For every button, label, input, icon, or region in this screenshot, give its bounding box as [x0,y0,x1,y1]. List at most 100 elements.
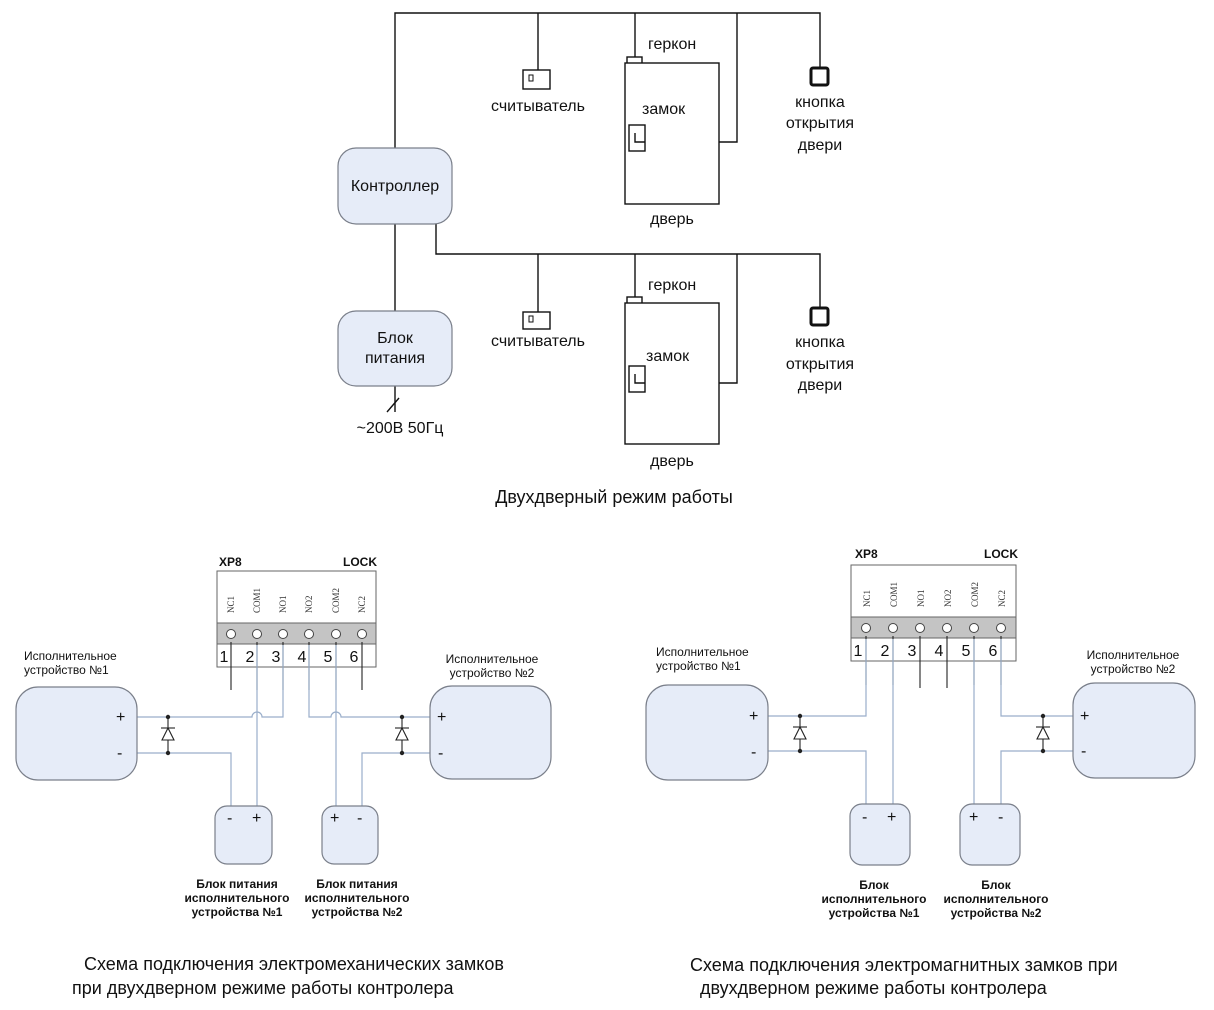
right-device-1-label-line2: устройство №1 [656,659,741,673]
plus-sign: + [252,810,261,827]
reader-1-label: считыватель [491,98,585,115]
left-terminal-strip [216,622,377,645]
reader-2-label: считыватель [491,333,585,350]
right-pin-label: NC1 [862,590,872,607]
exit-button-2-line1: кнопка [795,334,845,351]
right-pin-number: 6 [989,643,998,660]
plus-sign: + [1080,708,1089,725]
right-terminal-screw [942,623,952,633]
right-pin-number: 3 [908,643,917,660]
door-1-group: считыватель геркон замок дверь кнопка от… [491,36,854,228]
left-pin-label: COM2 [331,588,341,613]
right-pin-label: NO1 [916,590,926,608]
exit-button-1-line1: кнопка [795,94,845,111]
minus-sign: - [227,810,232,827]
exit-button-2-line2: открытия [786,356,854,373]
door-2-label: дверь [650,453,694,470]
plus-sign: + [887,809,896,826]
electromagnetic-scheme: XP8 LOCK NC1 COM1 NO1 NO2 COM2 NC2 1 2 3… [645,547,1196,998]
right-pin-number: 5 [962,643,971,660]
right-terminal-screw [996,623,1006,633]
left-wiring [137,642,430,806]
right-caption-line1: Схема подключения электромагнитных замко… [690,955,1118,975]
plus-sign: + [437,709,446,726]
right-terminal-screw [969,623,979,633]
right-device-2-block [1072,682,1196,779]
right-pin-label: NC2 [997,590,1007,607]
lock-2-icon-detail [634,374,645,384]
right-pin-number: 4 [935,643,944,660]
left-psu-2-block [321,805,379,865]
minus-sign: - [438,745,443,762]
left-connector-block [216,570,377,668]
left-connector-tag: LOCK [343,555,377,569]
right-pin-label: COM2 [970,582,980,607]
left-psu-2-label-line2: исполнительного [305,891,410,905]
minus-sign: - [998,809,1003,826]
door-2-group: считыватель геркон замок дверь кнопка от… [491,277,854,470]
right-device-1-block [645,684,769,781]
exit-button-1-line2: открытия [786,115,854,132]
right-psu-2-label-line1: Блок [981,878,1011,892]
electromechanical-scheme: XP8 LOCK NC1 COM1 NO1 NO2 COM2 NC2 1 2 3… [15,555,552,998]
left-psu-1-label-line1: Блок питания [196,877,278,891]
left-terminal-screw [252,629,262,639]
right-connector-block [850,564,1017,662]
left-pin-label: COM1 [252,588,262,613]
left-pin-label: NC1 [226,596,236,613]
reader-1-icon-detail [528,74,534,82]
left-device-2-label-line1: Исполнительное [446,652,539,666]
right-pins: NC1 COM1 NO1 NO2 COM2 NC2 1 2 3 4 5 6 [854,582,1007,660]
reader-1-icon [522,69,551,90]
right-terminal-screw [915,623,925,633]
minus-sign: - [117,745,122,762]
left-psu-1-label-line2: исполнительного [185,891,290,905]
right-psu-1-block [849,803,911,866]
lock-2-label: замок [646,348,690,365]
right-wiring [768,636,1073,804]
controller-block [337,147,453,225]
lock-2-icon [628,365,646,393]
right-psu-2-label-line2: исполнительного [944,892,1049,906]
exit-button-2-icon [809,306,830,327]
left-terminal-screw [357,629,367,639]
left-terminal-screw [304,629,314,639]
power-supply-label-line1: Блок [377,330,414,347]
top-caption: Двухдверный режим работы [495,487,733,507]
left-psu-1-block [214,805,273,865]
left-device-2-label-line2: устройство №2 [450,666,535,680]
minus-sign: - [751,744,756,761]
reed-switch-2-label: геркон [648,277,696,294]
door-1-label: дверь [650,211,694,228]
right-psu-2-label-line3: устройства №2 [951,906,1042,920]
left-device-1-label-line1: Исполнительное [24,649,117,663]
mains-label: ~200В 50Гц [357,420,444,437]
left-psu-2-label-line3: устройства №2 [312,905,403,919]
left-connector-name: XP8 [219,555,242,569]
left-pin-label: NC2 [357,596,367,613]
reader-2-icon-detail [528,315,534,323]
right-terminal-screw [888,623,898,633]
right-device-1-label-line1: Исполнительное [656,645,749,659]
plus-sign: + [749,708,758,725]
right-pin-label: COM1 [889,582,899,607]
left-pin-number: 2 [246,649,255,666]
lock-1-icon-detail [634,133,645,143]
left-pins: NC1 COM1 NO1 NO2 COM2 NC2 1 2 3 4 5 6 [220,588,367,666]
exit-button-1-line3: двери [798,137,842,154]
left-device-2-block [429,685,552,780]
plus-sign: + [116,709,125,726]
two-door-scheme: Контроллер Блок питания ~200В 50Гц считы… [337,12,854,507]
left-caption-line1: Схема подключения электромеханических за… [84,954,504,974]
right-psu-2-block [959,803,1021,866]
minus-sign: - [357,810,362,827]
left-pin-number: 6 [350,649,359,666]
right-connector-tag: LOCK [984,547,1018,561]
right-caption-line2: двухдверном режиме работы контролера [700,978,1048,998]
plus-sign: + [330,810,339,827]
left-psu-1-label-line3: устройства №1 [192,905,283,919]
right-device-2-label-line1: Исполнительное [1087,648,1180,662]
reader-2-icon [522,311,551,330]
right-device-2-label-line2: устройство №2 [1091,662,1176,676]
minus-sign: - [862,809,867,826]
